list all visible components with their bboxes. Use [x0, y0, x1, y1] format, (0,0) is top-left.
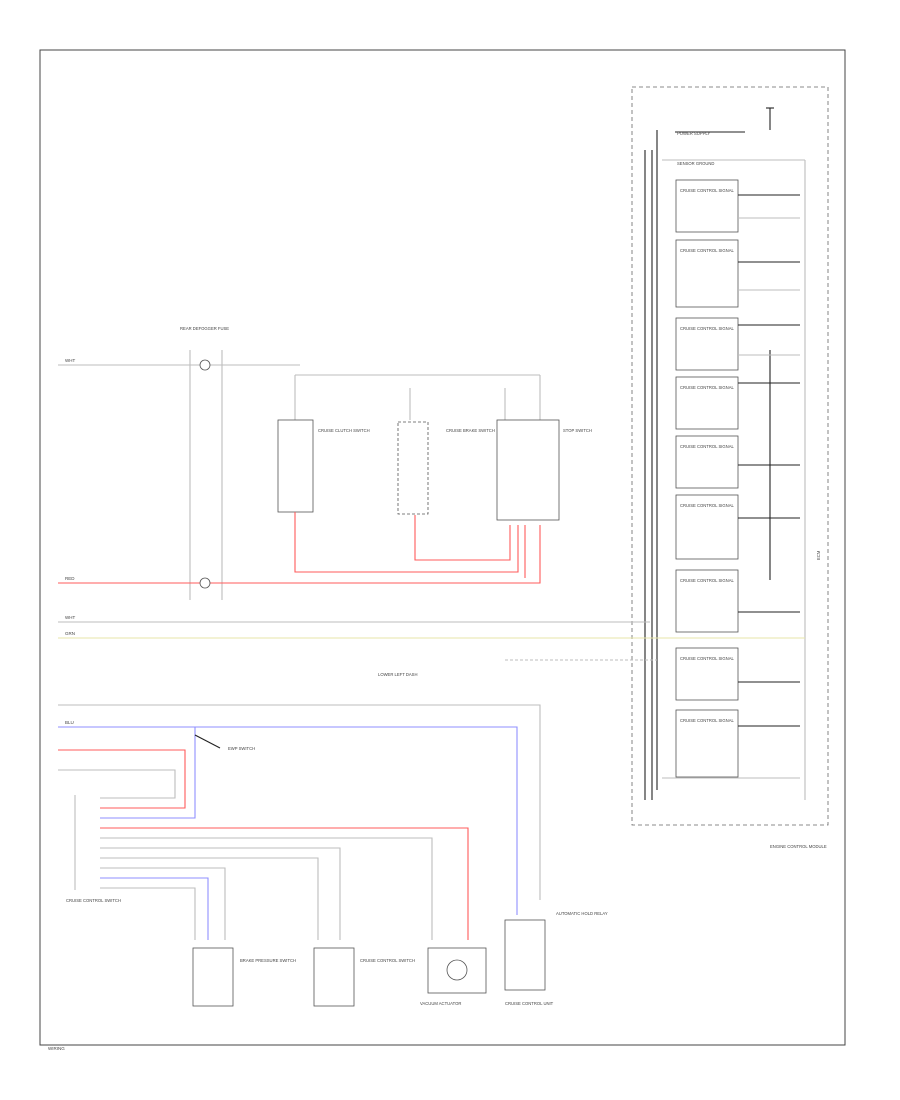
cruise-control-switch-b-box [313, 947, 355, 1007]
wire-harness-gray-3 [100, 857, 319, 940]
auto-hold-relay-box [504, 919, 546, 991]
ecm-block-label: CRUISE CONTROL SIGNAL [680, 248, 734, 253]
ecm-block-label: CRUISE CONTROL SIGNAL [680, 385, 734, 390]
ecm-block-label: CRUISE CONTROL SIGNAL [680, 444, 734, 449]
cruise-clutch-switch-box [277, 419, 314, 513]
ewp-switch-label: EWP SWITCH [228, 746, 255, 751]
ecm-block-label: CRUISE CONTROL SIGNAL [680, 503, 734, 508]
diagram-frame [39, 49, 846, 1046]
wht-wire-code: WHT [65, 358, 75, 363]
red-wire-code: RED [65, 576, 75, 581]
auto-hold-relay-label: AUTOMATIC HOLD RELAY [556, 911, 608, 916]
stop-switch-box [496, 419, 560, 521]
brake-pressure-switch-label: BRAKE PRESSURE SWITCH [240, 958, 296, 963]
footer-label: WIRING [48, 1046, 65, 1051]
ecm-block-label: CRUISE CONTROL SIGNAL [680, 656, 734, 661]
cruise-clutch-switch-label: CRUISE CLUTCH SWITCH [318, 428, 370, 433]
cruise-control-switch-a-label: CRUISE CONTROL SWITCH [66, 898, 121, 903]
wire-harness-gray-2 [100, 847, 341, 940]
cruise-control-unit-label: CRUISE CONTROL UNIT [505, 1001, 554, 1006]
ecm-ground-label: SENSOR GROUND [677, 161, 714, 166]
fuse-top-symbol [199, 359, 211, 371]
vacuum-actuator-label: VACUUM ACTUATOR [420, 1001, 461, 1006]
ecm-block-label: CRUISE CONTROL SIGNAL [680, 578, 734, 583]
bus-yellow-code: GRN [65, 631, 75, 636]
bus-gray-code: WHT [65, 615, 75, 620]
ecm-block-label: CRUISE CONTROL SIGNAL [680, 718, 734, 723]
cruise-control-switch-b-label: CRUISE CONTROL SWITCH [360, 958, 415, 963]
wire-harness-gray-1 [100, 837, 433, 940]
ewp-switch-blade [194, 734, 221, 749]
ground-label: LOWER LEFT DASH [378, 672, 417, 677]
wire-harness-blue [100, 877, 209, 940]
wire-lower-blue [58, 726, 518, 915]
vacuum-actuator-box [427, 947, 487, 994]
red-wire-main [58, 525, 541, 584]
wire-lower-gray [58, 704, 541, 900]
brake-pressure-switch-box [192, 947, 234, 1007]
wire-harness-gray-5 [100, 887, 196, 940]
red-harness-a [294, 512, 519, 573]
blu-wire-code: BLU [65, 720, 74, 725]
ecm-outline [631, 86, 829, 826]
ecm-block-group [675, 179, 739, 778]
ecm-title: ENGINE CONTROL MODULE [770, 844, 827, 849]
vacuum-actuator-symbol [446, 959, 468, 981]
wire-harness-gray-4 [100, 867, 226, 940]
ecm-block-label: CRUISE CONTROL SIGNAL [680, 188, 734, 193]
fuse-bottom-symbol [199, 577, 211, 589]
ecm-block-labels: CRUISE CONTROL SIGNAL CRUISE CONTROL SIG… [680, 188, 734, 723]
wire-harness-red [100, 827, 469, 940]
wire-lower-red [58, 749, 186, 809]
ecm-block-label: CRUISE CONTROL SIGNAL [680, 326, 734, 331]
cruise-brake-switch-label: CRUISE BRAKE SWITCH [446, 428, 495, 433]
ecm-block-wires [662, 159, 805, 779]
fuse-label: REAR DEFOGGER FUSE [180, 326, 229, 331]
wire-blue-drop [100, 727, 196, 819]
ecm-vertical-label: ECM [816, 550, 821, 560]
ecm-power-label: POWER SUPPLY [677, 131, 710, 136]
wire-lower-gray-2 [58, 769, 176, 799]
red-harness-b [414, 515, 511, 561]
stop-switch-label: STOP SWITCH [563, 428, 592, 433]
cruise-brake-switch-box [397, 421, 429, 515]
